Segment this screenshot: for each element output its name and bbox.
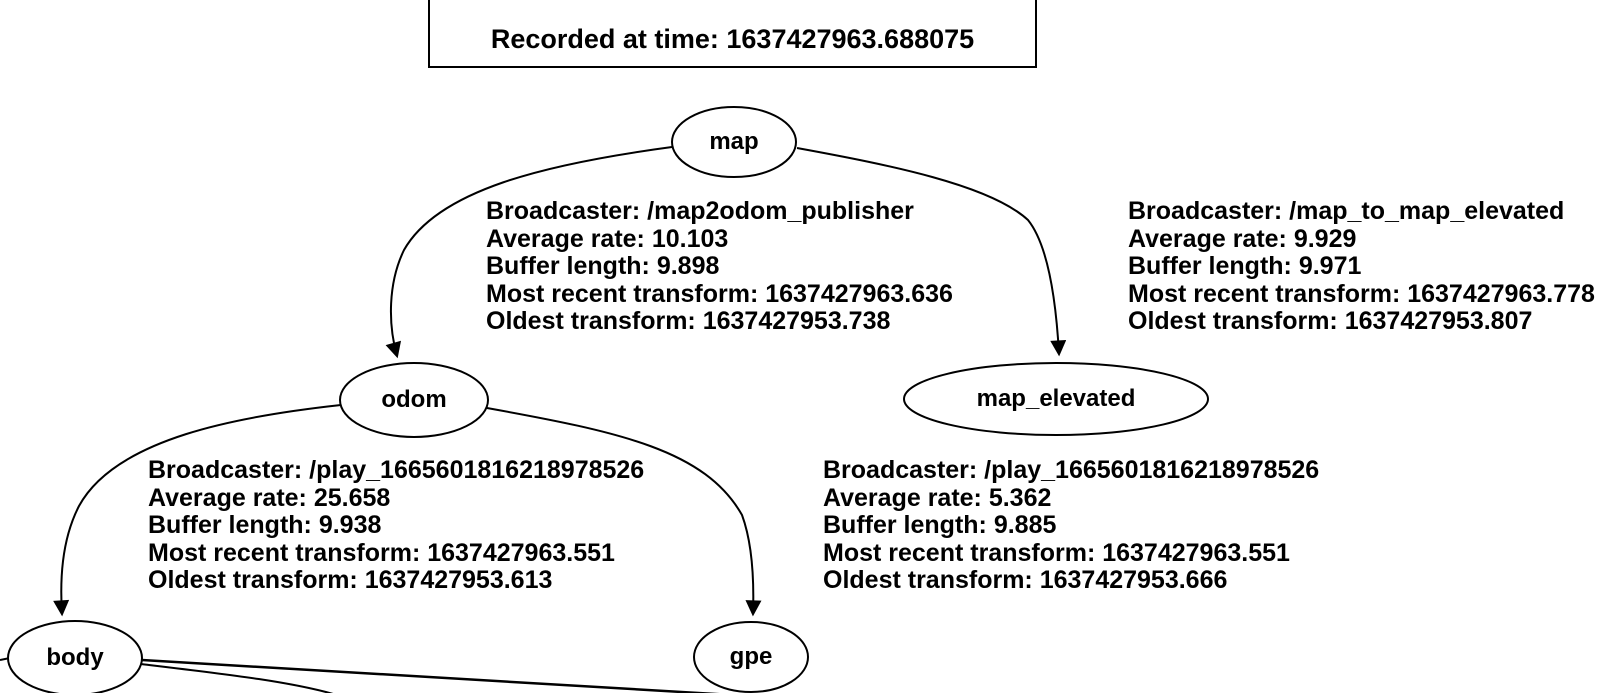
edge-label-line: Broadcaster: /map2odom_publisher xyxy=(486,197,914,225)
edge-label-line: Average rate: 25.658 xyxy=(148,483,391,512)
frame-node-gpe xyxy=(693,621,809,693)
edge-label-odom-body: Broadcaster: /play_1665601816218978526 A… xyxy=(148,456,645,595)
node-label-map-elevated: map_elevated xyxy=(976,385,1136,412)
edge-label-line: Oldest transform: 1637427953.738 xyxy=(486,307,891,335)
edge-label-line: Average rate: 5.362 xyxy=(823,483,1052,512)
recorded-time-text: Recorded at time: 1637427963.688075 xyxy=(490,24,975,54)
node-label-odom: odom xyxy=(381,386,447,413)
edge-map-map-elevated xyxy=(796,147,1067,357)
edge-label-line: Buffer length: 9.898 xyxy=(486,252,720,280)
edge-label-map-map-elevated: Broadcaster: /map_to_map_elevated Averag… xyxy=(1128,197,1595,336)
edge-label-line: Average rate: 9.929 xyxy=(1128,224,1357,253)
edge-label-line: Oldest transform: 1637427953.666 xyxy=(823,566,1228,594)
edge-label-line: Broadcaster: /map_to_map_elevated xyxy=(1128,197,1565,225)
edge-label-line: Buffer length: 9.971 xyxy=(1128,252,1362,280)
edge-odom-gpe xyxy=(486,407,762,617)
frame-node-map xyxy=(671,106,797,178)
edge-label-line: Most recent transform: 1637427963.551 xyxy=(823,538,1290,567)
edge-label-line: Most recent transform: 1637427963.778 xyxy=(1128,279,1595,308)
frame-node-odom xyxy=(339,362,489,438)
edge-map-odom xyxy=(385,146,673,359)
frame-node-body xyxy=(7,620,143,693)
edge-label-line: Oldest transform: 1637427953.807 xyxy=(1128,307,1533,335)
edge-label-line: Buffer length: 9.885 xyxy=(823,511,1057,539)
edge-label-line: Broadcaster: /play_1665601816218978526 xyxy=(823,456,1320,484)
edge-label-line: Buffer length: 9.938 xyxy=(148,511,382,539)
edge-odom-body xyxy=(53,404,342,617)
edge-label-line: Most recent transform: 1637427963.551 xyxy=(148,538,615,567)
edge-label-line: Average rate: 10.103 xyxy=(486,224,729,253)
node-label-body: body xyxy=(46,644,104,671)
edge-label-map-odom: Broadcaster: /map2odom_publisher Average… xyxy=(486,197,953,336)
node-label-gpe: gpe xyxy=(729,643,773,670)
edge-body-offscreen-bottom xyxy=(140,663,334,693)
edge-label-line: Broadcaster: /play_1665601816218978526 xyxy=(148,456,645,484)
edge-label-odom-gpe: Broadcaster: /play_1665601816218978526 A… xyxy=(823,456,1320,595)
edge-label-line: Most recent transform: 1637427963.636 xyxy=(486,279,953,308)
edge-label-line: Oldest transform: 1637427953.613 xyxy=(148,566,553,594)
recorded-time-box: Recorded at time: 1637427963.688075 xyxy=(428,0,1037,68)
node-label-map: map xyxy=(709,128,759,155)
frame-node-map-elevated xyxy=(903,362,1209,436)
